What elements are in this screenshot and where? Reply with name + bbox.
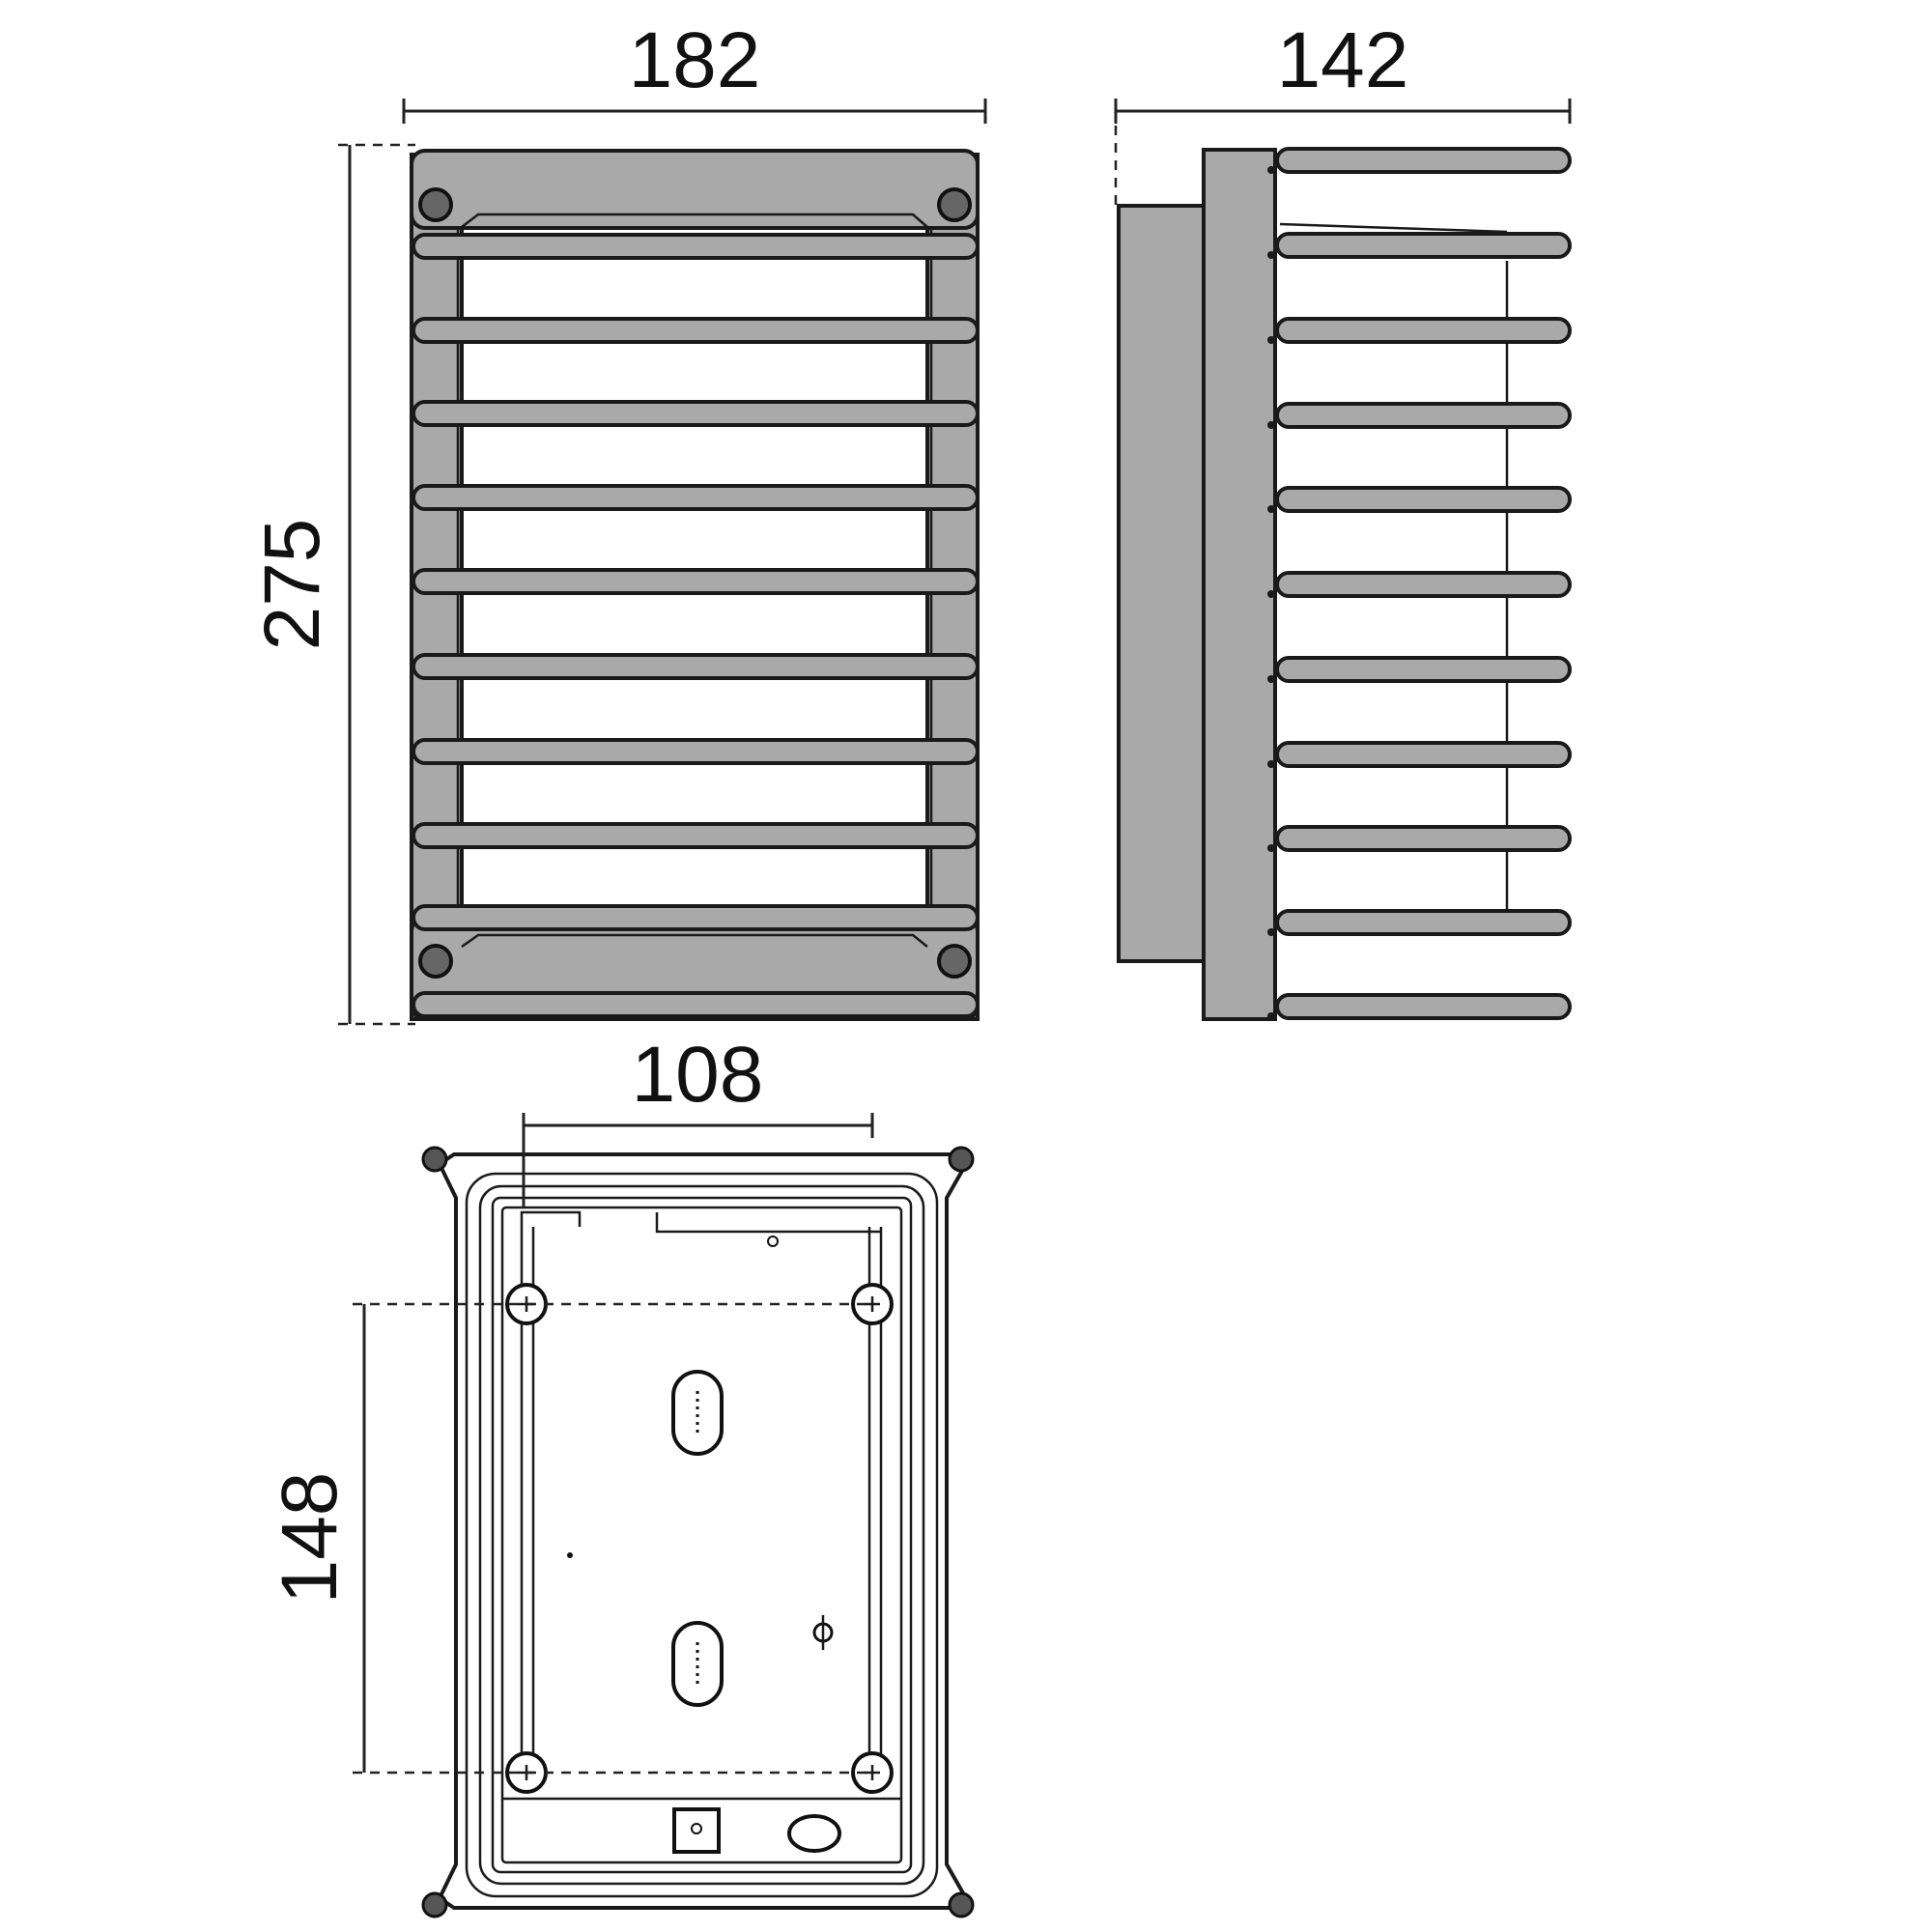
grille-bar [1275, 571, 1572, 598]
side-grille [1267, 147, 1572, 1020]
mounting-lug-icon [948, 1891, 975, 1918]
grille-bar [412, 400, 980, 427]
grille-bar [1275, 909, 1572, 936]
screw-icon [418, 944, 453, 979]
grille-bar [412, 738, 980, 765]
dimension-label: 182 [629, 16, 761, 104]
mount-hole-icon [851, 1751, 894, 1794]
dimension-label: 108 [632, 1031, 764, 1119]
grille-bar [1275, 656, 1572, 683]
grille-bar [412, 484, 980, 511]
mounting-plate-outline [437, 1152, 969, 1910]
grille-bar [412, 822, 980, 849]
grille-bar [1275, 232, 1572, 259]
grille-rivet [1267, 336, 1275, 344]
grille-bar [1275, 402, 1572, 429]
grille-bar [1275, 486, 1572, 513]
side-back-plate [1117, 204, 1206, 963]
grille-bar [412, 653, 980, 680]
screw-icon [937, 187, 972, 222]
mounting-lug-icon [948, 1146, 975, 1173]
front-grille [412, 233, 980, 1018]
dimension-label: 142 [1277, 16, 1409, 104]
cable-slot-icon [671, 1370, 724, 1456]
grille-rivet [1267, 590, 1275, 598]
grille-bar [412, 317, 980, 344]
grille-bar [412, 991, 980, 1018]
grille-rivet [1267, 1012, 1275, 1020]
grille-rivet [1267, 760, 1275, 768]
grille-rivet [1267, 251, 1275, 259]
dimension-side-depth: 142 [1114, 16, 1572, 208]
grille-rivet [1267, 505, 1275, 513]
grille-rivet [1267, 928, 1275, 936]
grille-bar [1275, 825, 1572, 852]
ground-screw-icon [812, 1615, 834, 1650]
dimension-mount-width: 108 [522, 1031, 874, 1208]
dimension-label: 275 [248, 519, 336, 651]
grille-bar [1275, 741, 1572, 768]
side-view [1117, 147, 1572, 1021]
grille-rivet [1267, 166, 1275, 174]
dimension-front-width: 182 [402, 16, 987, 124]
side-housing [1202, 148, 1277, 1021]
grille-bar [412, 568, 980, 595]
grille-bar [1275, 147, 1572, 174]
mounting-lug-icon [421, 1891, 448, 1918]
grille-rivet [1267, 675, 1275, 683]
cable-entry-icon [787, 1814, 841, 1853]
screw-icon [418, 187, 453, 222]
mounting-plate-view [421, 1146, 975, 1918]
grille-bar [1275, 317, 1572, 344]
grille-rivet [1267, 844, 1275, 852]
front-view [410, 149, 980, 1021]
grille-bar [412, 233, 980, 260]
grille-bar [1275, 993, 1572, 1020]
dimension-mount-height: 148 [266, 1302, 874, 1775]
mount-hole-icon [851, 1283, 894, 1325]
screw-icon [937, 944, 972, 979]
grille-rivet [1267, 421, 1275, 429]
grille-bar [412, 904, 980, 931]
terminal-switch-icon [672, 1807, 721, 1854]
mounting-lug-icon [421, 1146, 448, 1173]
dimension-front-height: 275 [248, 143, 415, 1026]
dimension-label: 148 [266, 1472, 354, 1605]
front-top-cap [410, 149, 980, 230]
cable-slot-icon [671, 1621, 724, 1707]
